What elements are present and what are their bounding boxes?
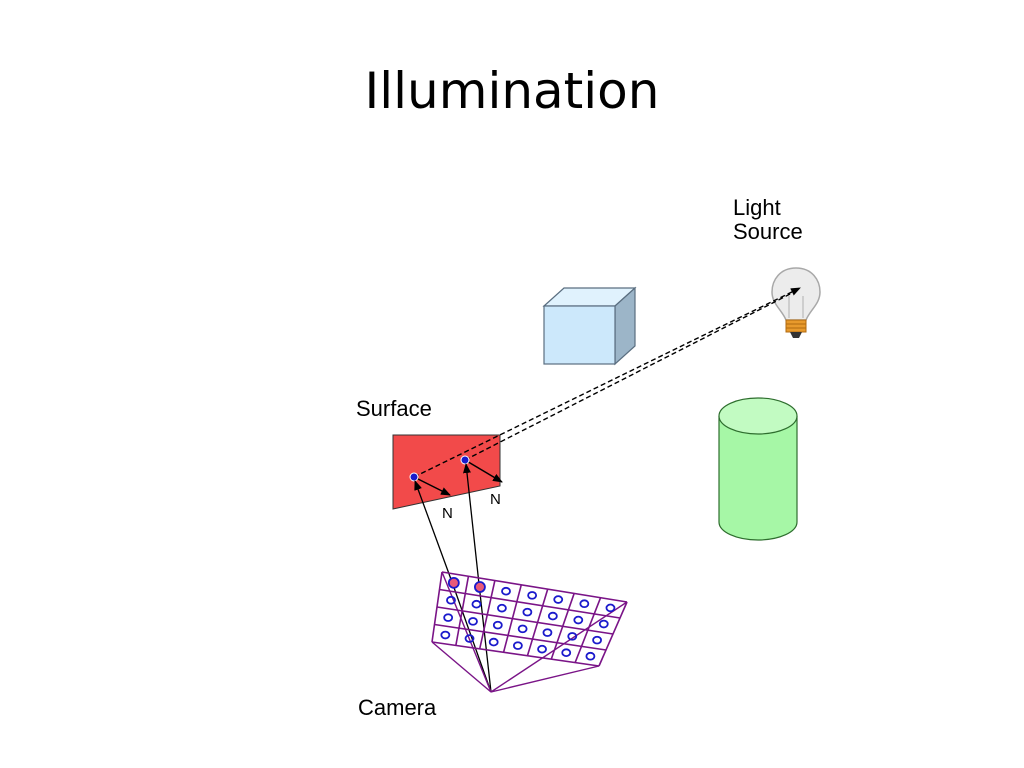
pixel-ring — [527, 591, 538, 600]
pixel-ring — [440, 630, 451, 640]
camera-label: Camera — [358, 695, 437, 720]
pixel-ring — [488, 637, 499, 647]
normal-label-left: N — [442, 505, 453, 522]
pixel-ring — [579, 599, 590, 609]
frustum-edge — [490, 601, 628, 693]
surface-sample-point — [460, 455, 470, 465]
frustum-edge — [490, 665, 600, 693]
pixel-ring — [585, 651, 596, 661]
grid-line — [434, 623, 607, 651]
camera-rays — [414, 463, 492, 693]
pixel-ring — [553, 595, 564, 604]
pixel-ring — [464, 634, 475, 643]
pixel-ring — [605, 603, 616, 613]
pixel-ring — [561, 648, 572, 657]
normal-label-right: N — [490, 491, 501, 508]
pixel-ring — [537, 644, 547, 654]
image-plane-grid — [431, 571, 628, 693]
pixel-ring — [501, 586, 511, 596]
pixel-ring — [592, 635, 602, 645]
pixel-ring — [492, 620, 503, 630]
cube-object — [542, 286, 637, 366]
pixel-ring — [443, 613, 454, 622]
grid-line — [439, 588, 621, 619]
cylinder-object — [718, 397, 798, 541]
pixel-ring — [522, 607, 533, 617]
pixel-ring — [573, 615, 584, 625]
pixel-ring — [468, 617, 478, 626]
grid-line — [436, 606, 614, 635]
surface-normals — [413, 459, 503, 496]
grid-line — [441, 571, 628, 603]
pixel-ring — [517, 624, 528, 634]
pixel-ring — [497, 603, 507, 613]
pixel-ring — [547, 611, 558, 621]
light-source-label-line2: Source — [733, 219, 803, 244]
pixel-ring — [598, 619, 609, 629]
surface-label: Surface — [356, 396, 432, 421]
pixel-ring — [471, 599, 482, 609]
light-bulb-icon — [771, 267, 821, 338]
pixel-ring — [446, 595, 456, 605]
hit-pixel — [447, 576, 460, 589]
light-source-label-line1: Light — [733, 195, 781, 220]
surface-sample-point — [409, 472, 419, 482]
frustum-edge — [431, 641, 492, 693]
pixel-ring — [542, 628, 553, 637]
hit-pixel — [474, 581, 486, 593]
shadow-rays — [413, 287, 801, 478]
grid-line — [431, 641, 600, 667]
page-title: Illumination — [364, 62, 660, 120]
pixel-ring — [567, 632, 578, 641]
pixel-ring — [512, 641, 523, 650]
frustum-edge — [441, 571, 492, 693]
